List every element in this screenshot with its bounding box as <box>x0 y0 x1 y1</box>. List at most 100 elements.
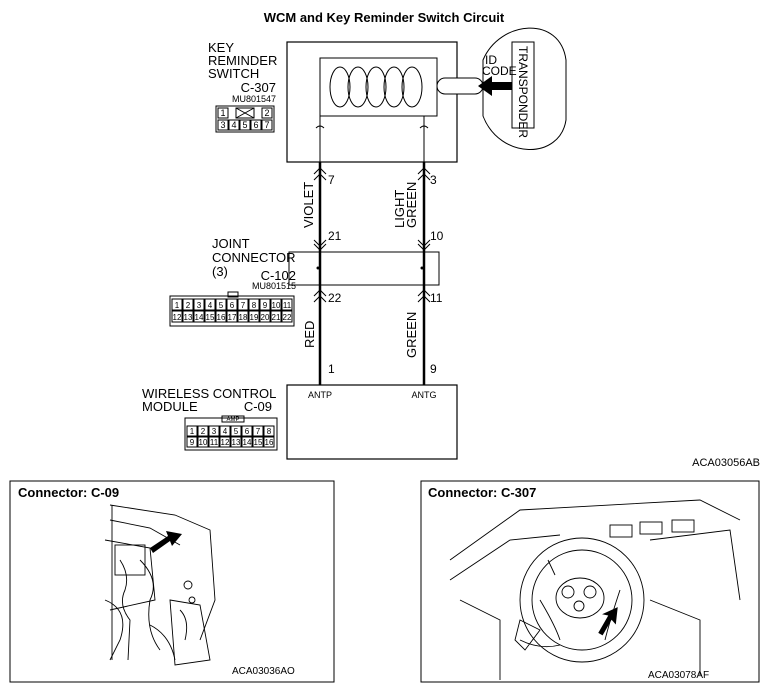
c102-pin-label: 5 <box>219 301 224 310</box>
joint-connector-box <box>288 251 440 286</box>
c09-pin-label: 7 <box>256 427 261 436</box>
c102-pin-label: 13 <box>184 313 193 322</box>
violet-wire-label: VIOLET <box>301 182 316 228</box>
coil-frame <box>319 57 438 117</box>
c102-pin-cell <box>226 310 238 323</box>
c307-pin-7: 7 <box>264 120 269 130</box>
c102-pin-label: 3 <box>197 301 202 310</box>
joint-connector-id: C-102 <box>261 268 296 283</box>
c09-pin-cell <box>219 436 231 448</box>
panel-c307-code: ACA03078AF <box>648 670 709 681</box>
key-reminder-label-2: REMINDER <box>208 53 277 68</box>
panel-c09-code: ACA03036AO <box>232 666 295 677</box>
key-reminder-label-1: KEY <box>208 40 234 55</box>
c102-pin-cell <box>193 310 205 323</box>
c102-pin-label: 16 <box>217 313 226 322</box>
c09-pin-label: 3 <box>212 427 217 436</box>
c307-pin-5: 5 <box>242 120 247 130</box>
c102-pin-cell <box>215 310 227 323</box>
c09-pin-cell <box>186 425 198 437</box>
wcm-box <box>286 384 458 460</box>
c102-pin-label: 7 <box>241 301 246 310</box>
c307-pin-1: 1 <box>220 108 225 118</box>
joint-connector-label-3: (3) <box>212 264 228 279</box>
c102-pin-label: 17 <box>228 313 237 322</box>
c102-pin-cell <box>237 310 249 323</box>
c102-pin-label: 1 <box>175 301 180 310</box>
joint-connector-part-no: MU801515 <box>252 281 296 291</box>
joint-connector-label-1: JOINT <box>212 236 250 251</box>
c102-pin-cell <box>281 310 293 323</box>
c102-pin-cell <box>171 298 183 311</box>
c102-pin-label: 12 <box>173 313 182 322</box>
c09-pin-label: 14 <box>243 438 252 447</box>
c102-pin-cell <box>215 298 227 311</box>
wcm-label-1: WIRELESS CONTROL <box>142 386 276 401</box>
pin-3-label: 3 <box>430 173 437 187</box>
pin-22-label: 22 <box>328 291 342 305</box>
diagram-title: WCM and Key Reminder Switch Circuit <box>264 10 505 25</box>
c307-connector-face <box>215 105 275 133</box>
c09-pin-cell <box>252 436 264 448</box>
light-green-label-1: LIGHT <box>392 190 407 228</box>
c09-amp-label: AMP <box>226 417 239 423</box>
red-wire-label: RED <box>302 321 317 348</box>
c09-pin-cell <box>241 425 253 437</box>
c102-pin-label: 11 <box>283 301 292 310</box>
pin-21-label: 21 <box>328 229 342 243</box>
light-green-label-2: GREEN <box>404 182 419 228</box>
coil-icon <box>329 66 423 108</box>
c102-pin-label: 22 <box>283 313 292 322</box>
antg-label: ANTG <box>411 390 436 400</box>
c09-pin-cell <box>230 436 242 448</box>
wcm-connector-id: C-09 <box>244 399 272 414</box>
arrow-left-icon <box>478 76 512 96</box>
c09-pin-cell <box>241 436 253 448</box>
c102-pin-label: 20 <box>261 313 270 322</box>
key-reminder-label-3: SWITCH <box>208 66 259 81</box>
c09-pin-cell <box>230 425 242 437</box>
c09-pin-cell <box>219 425 231 437</box>
pin-9-label: 9 <box>430 362 437 376</box>
c09-pin-label: 10 <box>199 438 208 447</box>
c102-pin-cell <box>171 310 183 323</box>
antp-label: ANTP <box>308 390 332 400</box>
key-reminder-connector: C-307 <box>241 80 276 95</box>
c102-pin-cell <box>204 310 216 323</box>
joint-connector-label-2: CONNECTOR <box>212 250 296 265</box>
pin-1-label: 1 <box>328 362 335 376</box>
green-wire-label: GREEN <box>404 312 419 358</box>
c102-pin-cell <box>270 310 282 323</box>
c09-pin-cell <box>186 436 198 448</box>
c09-pin-cell <box>252 425 264 437</box>
c102-pin-label: 10 <box>272 301 281 310</box>
c09-pin-cell <box>263 425 275 437</box>
wcm-label-2: MODULE <box>142 399 198 414</box>
c307-pin-4: 4 <box>231 120 236 130</box>
pin-10-label: 10 <box>430 229 444 243</box>
c09-pin-label: 16 <box>265 438 274 447</box>
c102-pin-cell <box>259 310 271 323</box>
panel-c307: Connector: C-307 ACA03078AF <box>420 480 760 683</box>
c09-pin-label: 5 <box>234 427 239 436</box>
c09-pin-label: 11 <box>210 438 219 447</box>
c102-pin-label: 21 <box>272 313 281 322</box>
c307-pin-6: 6 <box>253 120 258 130</box>
arrow-icon <box>150 531 182 553</box>
c102-pin-label: 18 <box>239 313 248 322</box>
panel-c09-title: Connector: C-09 <box>18 485 119 500</box>
c09-pin-label: 2 <box>201 427 206 436</box>
arrow-icon <box>598 607 618 636</box>
c102-pin-cell <box>248 310 260 323</box>
c307-location-illustration <box>449 499 741 680</box>
c102-pin-cell <box>193 298 205 311</box>
c102-pin-cell <box>259 298 271 311</box>
c102-pin-label: 4 <box>208 301 213 310</box>
id-code-label-1: ID <box>485 53 497 67</box>
c09-pin-cell <box>208 436 220 448</box>
transponder-label: TRANSPONDER <box>516 46 530 138</box>
pin-7-label: 7 <box>328 173 335 187</box>
